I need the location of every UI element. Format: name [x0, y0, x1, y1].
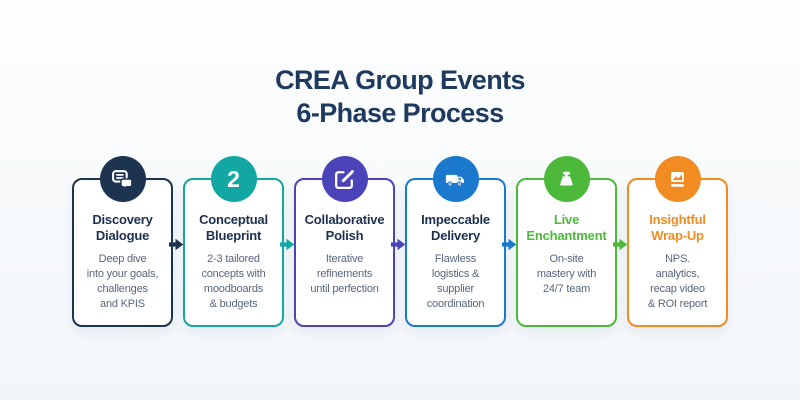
arrow-right-icon [502, 238, 517, 251]
phase-icon-circle [432, 156, 479, 202]
phase-title: Conceptual Blueprint [199, 212, 268, 243]
page-title-line1: CREA Group Events [275, 65, 525, 95]
page-title-line2: 6-Phase Process [296, 98, 504, 128]
phase-card-conceptual-blueprint: 2 Conceptual Blueprint 2-3 tailored conc… [183, 156, 295, 327]
phase-title: Discovery Dialogue [92, 212, 153, 243]
delivery-truck-icon [445, 174, 465, 186]
phase-description: 2-3 tailored concepts with moodboards & … [201, 253, 266, 310]
arrow-right-icon [169, 238, 184, 251]
phase-description: NPS. analytics, recap video & ROI report [647, 253, 708, 310]
phase-icon-circle [654, 156, 701, 202]
phase-description: Iterative refinements until perfection [310, 253, 379, 295]
phase-card-collaborative-polish: Collaborative Polish Iterative refinemen… [294, 156, 406, 327]
phase-card-live-enchantment: Live Enchantment On-site mastery with 24… [516, 156, 628, 327]
phase-title: Insightful Wrap-Up [649, 212, 706, 243]
process-flow: Discovery Dialogue Deep dive into your g… [72, 156, 728, 327]
edit-icon [335, 169, 354, 189]
analytics-report-icon [671, 171, 684, 187]
phase-card-impeccable-delivery: Impeccable Delivery Flawless logistics &… [405, 156, 517, 327]
stage-light-icon [560, 171, 573, 186]
phase-card-insightful-wrap-up: Insightful Wrap-Up NPS. analytics, recap… [627, 156, 728, 327]
phase-icon-circle: 2 [210, 156, 257, 202]
phase-card-discovery-dialogue: Discovery Dialogue Deep dive into your g… [72, 156, 184, 327]
phase-icon-circle [99, 156, 146, 202]
phase-title: Impeccable Delivery [421, 212, 490, 243]
phase-title: Live Enchantment [526, 212, 607, 243]
phase-description: Flawless logistics & supplier coordinati… [426, 253, 485, 310]
page-title: CREA Group Events 6-Phase Process [0, 64, 800, 130]
arrow-right-icon [613, 238, 628, 251]
phase-title: Collaborative Polish [304, 212, 385, 243]
phase-description: Deep dive into your goals, challenges an… [86, 253, 159, 310]
phase-description: On-site mastery with 24/7 team [536, 253, 597, 295]
phase-icon-circle [321, 156, 368, 202]
arrow-right-icon [280, 238, 295, 251]
phase-icon-circle [543, 156, 590, 202]
arrow-right-icon [391, 238, 406, 251]
phase-number: 2 [227, 165, 240, 192]
chat-bubbles-icon [112, 169, 133, 191]
